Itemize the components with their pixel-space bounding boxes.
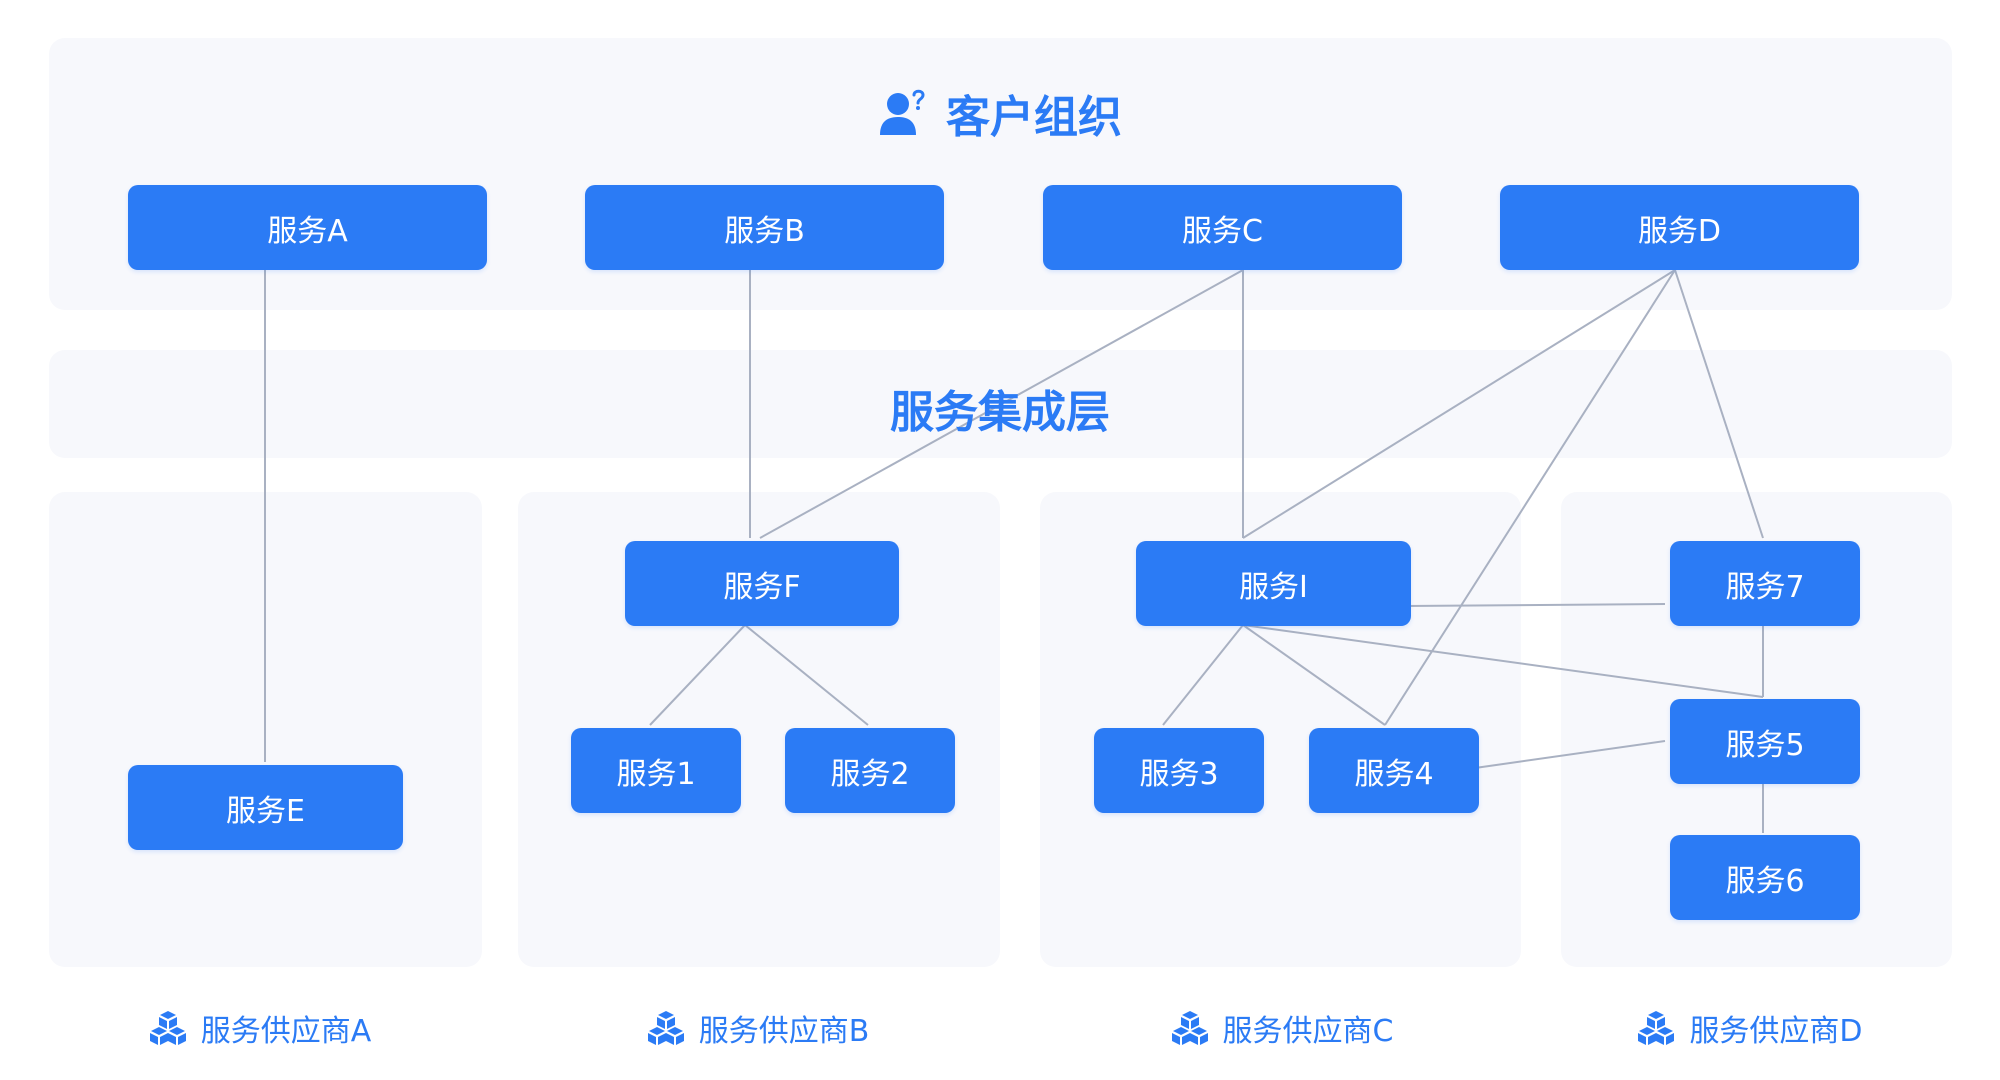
service-4-node[interactable]: 服务4 (1309, 728, 1479, 813)
connector-f-2 (744, 624, 869, 726)
connector-4-5 (1474, 740, 1666, 769)
service-2-node[interactable]: 服务2 (785, 728, 955, 813)
service-d-node[interactable]: 服务D (1500, 185, 1859, 270)
service-7-node[interactable]: 服务7 (1670, 541, 1860, 626)
connector-d-i (1242, 269, 1676, 539)
cubes-icon (1171, 1010, 1209, 1046)
service-c-node[interactable]: 服务C (1043, 185, 1402, 270)
provider-b-name: 服务供应商B (698, 1014, 870, 1049)
service-5-node[interactable]: 服务5 (1670, 699, 1860, 784)
customer-org-title: 客户组织 (760, 80, 1240, 146)
cubes-icon (149, 1010, 187, 1046)
service-1-node[interactable]: 服务1 (571, 728, 741, 813)
service-6-node[interactable]: 服务6 (1670, 835, 1860, 920)
service-a-node[interactable]: 服务A (128, 185, 487, 270)
provider-a-name: 服务供应商A (200, 1014, 372, 1049)
connector-d-4 (1384, 269, 1676, 726)
cubes-icon (1637, 1010, 1675, 1046)
provider-d-label: 服务供应商D (1600, 1000, 1900, 1056)
provider-d-name: 服务供应商D (1689, 1014, 1863, 1049)
connector-c-f (759, 269, 1244, 539)
connector-d-7 (1674, 269, 1764, 539)
service-b-node[interactable]: 服务B (585, 185, 944, 270)
connector-i-5 (1242, 624, 1764, 698)
integration-layer-label: 服务集成层 (890, 387, 1110, 438)
provider-c-label: 服务供应商C (1132, 1000, 1432, 1056)
provider-b-label: 服务供应商B (608, 1000, 908, 1056)
connector-i-4 (1242, 624, 1386, 726)
connector-f-1 (649, 624, 746, 726)
provider-c-name: 服务供应商C (1222, 1014, 1394, 1049)
connector-i-3 (1162, 624, 1244, 726)
service-e-node[interactable]: 服务E (128, 765, 403, 850)
connector-i-7 (1405, 603, 1666, 607)
user-question-icon (878, 89, 928, 137)
service-f-node[interactable]: 服务F (625, 541, 899, 626)
provider-a-label: 服务供应商A (110, 1000, 410, 1056)
customer-org-label: 客户组织 (946, 92, 1122, 143)
integration-layer-title: 服务集成层 (800, 375, 1200, 441)
service-3-node[interactable]: 服务3 (1094, 728, 1264, 813)
service-i-node[interactable]: 服务I (1136, 541, 1411, 626)
cubes-icon (647, 1010, 685, 1046)
